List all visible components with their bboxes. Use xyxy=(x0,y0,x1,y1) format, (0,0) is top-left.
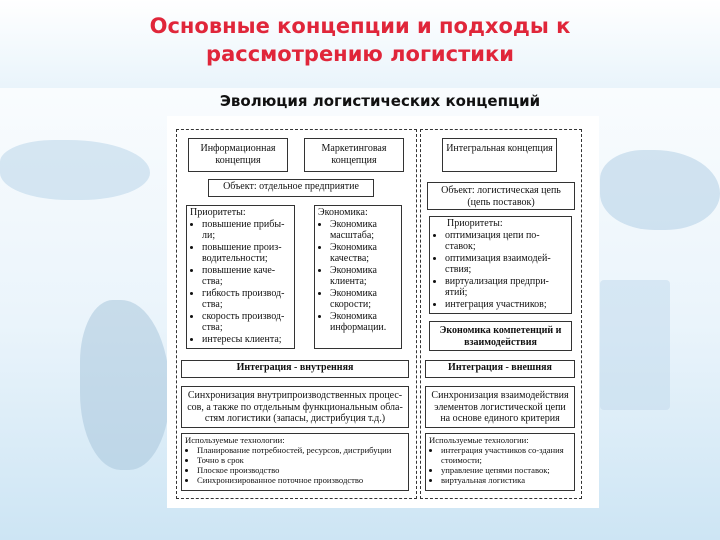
right-priorities-list: оптимизация цепи по-ставок; оптимизация … xyxy=(433,230,568,311)
header-band xyxy=(0,0,720,88)
list-item: оптимизация цепи по-ставок; xyxy=(445,230,568,253)
left-object: Объект: отдельное предприятие xyxy=(208,179,374,197)
page-subtitle: Эволюция логистических концепций xyxy=(219,92,541,110)
concept-integral: Интегральная концепция xyxy=(442,138,557,172)
building-image xyxy=(600,280,670,410)
list-item: управление цепями поставок; xyxy=(441,465,571,475)
list-item: Экономика масштаба; xyxy=(330,219,398,242)
list-item: оптимизация взаимодей-ствия; xyxy=(445,253,568,276)
left-priorities: Приоритеты: повышение прибы-ли; повышени… xyxy=(186,205,295,349)
right-tech-title: Используемые технологии: xyxy=(429,435,529,445)
left-integration: Интеграция - внутренняя xyxy=(181,360,409,378)
right-priorities-title: Приоритеты: xyxy=(447,218,503,229)
list-item: Планирование потребностей, ресурсов, дис… xyxy=(197,445,405,455)
list-item: повышение каче-ства; xyxy=(202,265,291,288)
list-item: Синхронизированное поточное производство xyxy=(197,475,405,485)
list-item: Экономика клиента; xyxy=(330,265,398,288)
right-sync: Синхронизация взаимодействия элементов л… xyxy=(425,386,575,428)
diagram-panel: Информационная концепция Маркетинговая к… xyxy=(167,116,599,508)
right-tech-list: интеграция участников со-здания стоимост… xyxy=(429,445,571,485)
right-technologies: Используемые технологии: интеграция учас… xyxy=(425,433,575,491)
list-item: Экономика качества; xyxy=(330,242,398,265)
list-item: Экономика информации. xyxy=(330,311,398,334)
right-priorities: Приоритеты: оптимизация цепи по-ставок; … xyxy=(429,216,572,314)
right-object: Объект: логистическая цепь (цепь поставо… xyxy=(427,182,575,210)
left-economy-title: Экономика: xyxy=(318,207,368,218)
left-technologies: Используемые технологии: Планирование по… xyxy=(181,433,409,491)
list-item: повышение прибы-ли; xyxy=(202,219,291,242)
page-title: Основные концепции и подходы к рассмотре… xyxy=(149,14,571,66)
left-economy-list: Экономика масштаба; Экономика качества; … xyxy=(318,219,398,334)
list-item: Точно в срок xyxy=(197,455,405,465)
list-item: интеграция участников со-здания стоимост… xyxy=(441,445,571,465)
list-item: Плоское производство xyxy=(197,465,405,475)
right-economy: Экономика компетенций и взаимодействия xyxy=(429,321,572,351)
list-item: виртуальная логистика xyxy=(441,475,571,485)
list-item: скорость производ-ства; xyxy=(202,311,291,334)
airplane-image xyxy=(0,140,150,200)
list-item: повышение произ-водительности; xyxy=(202,242,291,265)
left-priorities-list: повышение прибы-ли; повышение произ-води… xyxy=(190,219,291,346)
left-economy: Экономика: Экономика масштаба; Экономика… xyxy=(314,205,402,349)
concept-information: Информационная концепция xyxy=(188,138,288,172)
list-item: гибкость производ-ства; xyxy=(202,288,291,311)
left-group-border xyxy=(176,129,417,499)
list-item: интеграция участников; xyxy=(445,299,568,311)
left-sync: Синхронизация внутрипроизводственных про… xyxy=(181,386,409,428)
concept-marketing: Маркетинговая концепция xyxy=(304,138,404,172)
list-item: интересы клиента; xyxy=(202,334,291,346)
right-group-border xyxy=(420,129,582,499)
left-tech-list: Планирование потребностей, ресурсов, дис… xyxy=(185,445,405,485)
left-tech-title: Используемые технологии: xyxy=(185,435,285,445)
right-integration: Интеграция - внешняя xyxy=(425,360,575,378)
ship-image xyxy=(600,150,720,230)
list-item: Экономика скорости; xyxy=(330,288,398,311)
list-item: виртуализация предпри-ятий; xyxy=(445,276,568,299)
train-image xyxy=(80,300,170,470)
left-priorities-title: Приоритеты: xyxy=(190,207,246,218)
